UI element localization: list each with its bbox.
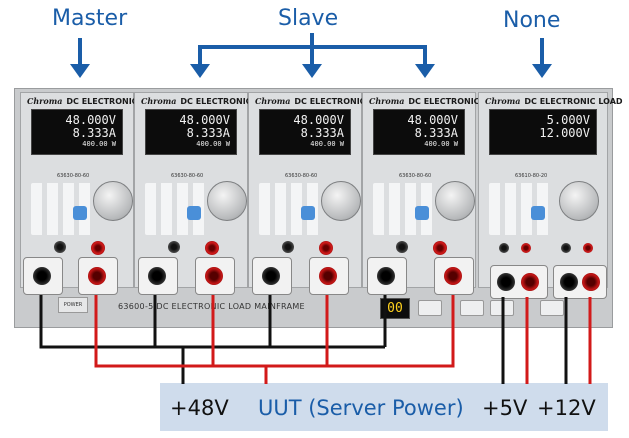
module-terminal-negative[interactable] [396,241,408,253]
module-enter-key[interactable] [531,206,545,220]
module-display: 48.000V 8.333A 400.00 W [145,109,237,155]
module-terminal-positive[interactable] [433,241,447,255]
label-48v: +48V [170,396,229,420]
mainframe-button-2[interactable] [460,300,484,316]
module-enter-key[interactable] [415,206,429,220]
wire-black-48v [39,295,387,384]
uut-band [160,383,608,431]
wire-red-48v [94,295,455,384]
module-terminal-positive[interactable] [521,243,531,253]
module-terminal-positive-2[interactable] [583,243,593,253]
power-switch[interactable]: POWER [58,297,88,313]
module-display: 48.000V 8.333A 400.00 W [373,109,465,155]
arrows [70,33,552,78]
binding-post-m1-negative[interactable] [23,257,63,295]
module-display: 48.000V 8.333A 400.00 W [31,109,123,155]
module-knob[interactable] [93,181,133,221]
binding-post-m4-positive[interactable] [434,257,474,295]
module-display: 48.000V 8.333A 400.00 W [259,109,351,155]
module-model: 63630-80-60 [171,173,204,179]
module-enter-key[interactable] [73,206,87,220]
binding-post-m3-positive[interactable] [309,257,349,295]
module-terminal-negative-2[interactable] [561,243,571,253]
module-terminal-positive[interactable] [319,241,333,255]
module-knob[interactable] [559,181,599,221]
module-display: 5.000V 12.000V [489,109,597,155]
binding-post-m3-negative[interactable] [252,257,292,295]
master-label: Master [52,6,128,31]
binding-post-m5b[interactable] [553,265,607,299]
module-terminal-negative[interactable] [54,241,66,253]
module-terminal-negative[interactable] [499,243,509,253]
module-enter-key[interactable] [301,206,315,220]
label-12v: +12V [537,396,596,420]
binding-post-m1-positive[interactable] [78,257,118,295]
module-model: 63610-80-20 [515,173,548,179]
label-5v: +5V [482,396,528,420]
module-model: 63630-80-60 [57,173,90,179]
slave-label: Slave [278,6,339,31]
module-model: 63630-80-60 [285,173,318,179]
module-model: 63630-80-60 [399,173,432,179]
label-uut: UUT (Server Power) [258,396,464,420]
mainframe-button-1[interactable] [418,300,442,316]
module-terminal-positive[interactable] [205,241,219,255]
module-knob[interactable] [207,181,247,221]
binding-post-m2-positive[interactable] [195,257,235,295]
mainframe-display: 00 [380,298,410,319]
module-enter-key[interactable] [187,206,201,220]
module-knob[interactable] [321,181,361,221]
binding-post-m5a[interactable] [490,265,548,299]
none-label: None [503,8,561,33]
binding-post-m2-negative[interactable] [138,257,178,295]
mainframe-label: 63600-5 DC ELECTRONIC LOAD MAINFRAME [118,302,305,311]
module-knob[interactable] [435,181,475,221]
mainframe-button-4[interactable] [540,300,564,316]
module-terminal-negative[interactable] [168,241,180,253]
module-terminal-negative[interactable] [282,241,294,253]
module-terminal-positive[interactable] [91,241,105,255]
binding-post-m4-negative[interactable] [367,257,407,295]
